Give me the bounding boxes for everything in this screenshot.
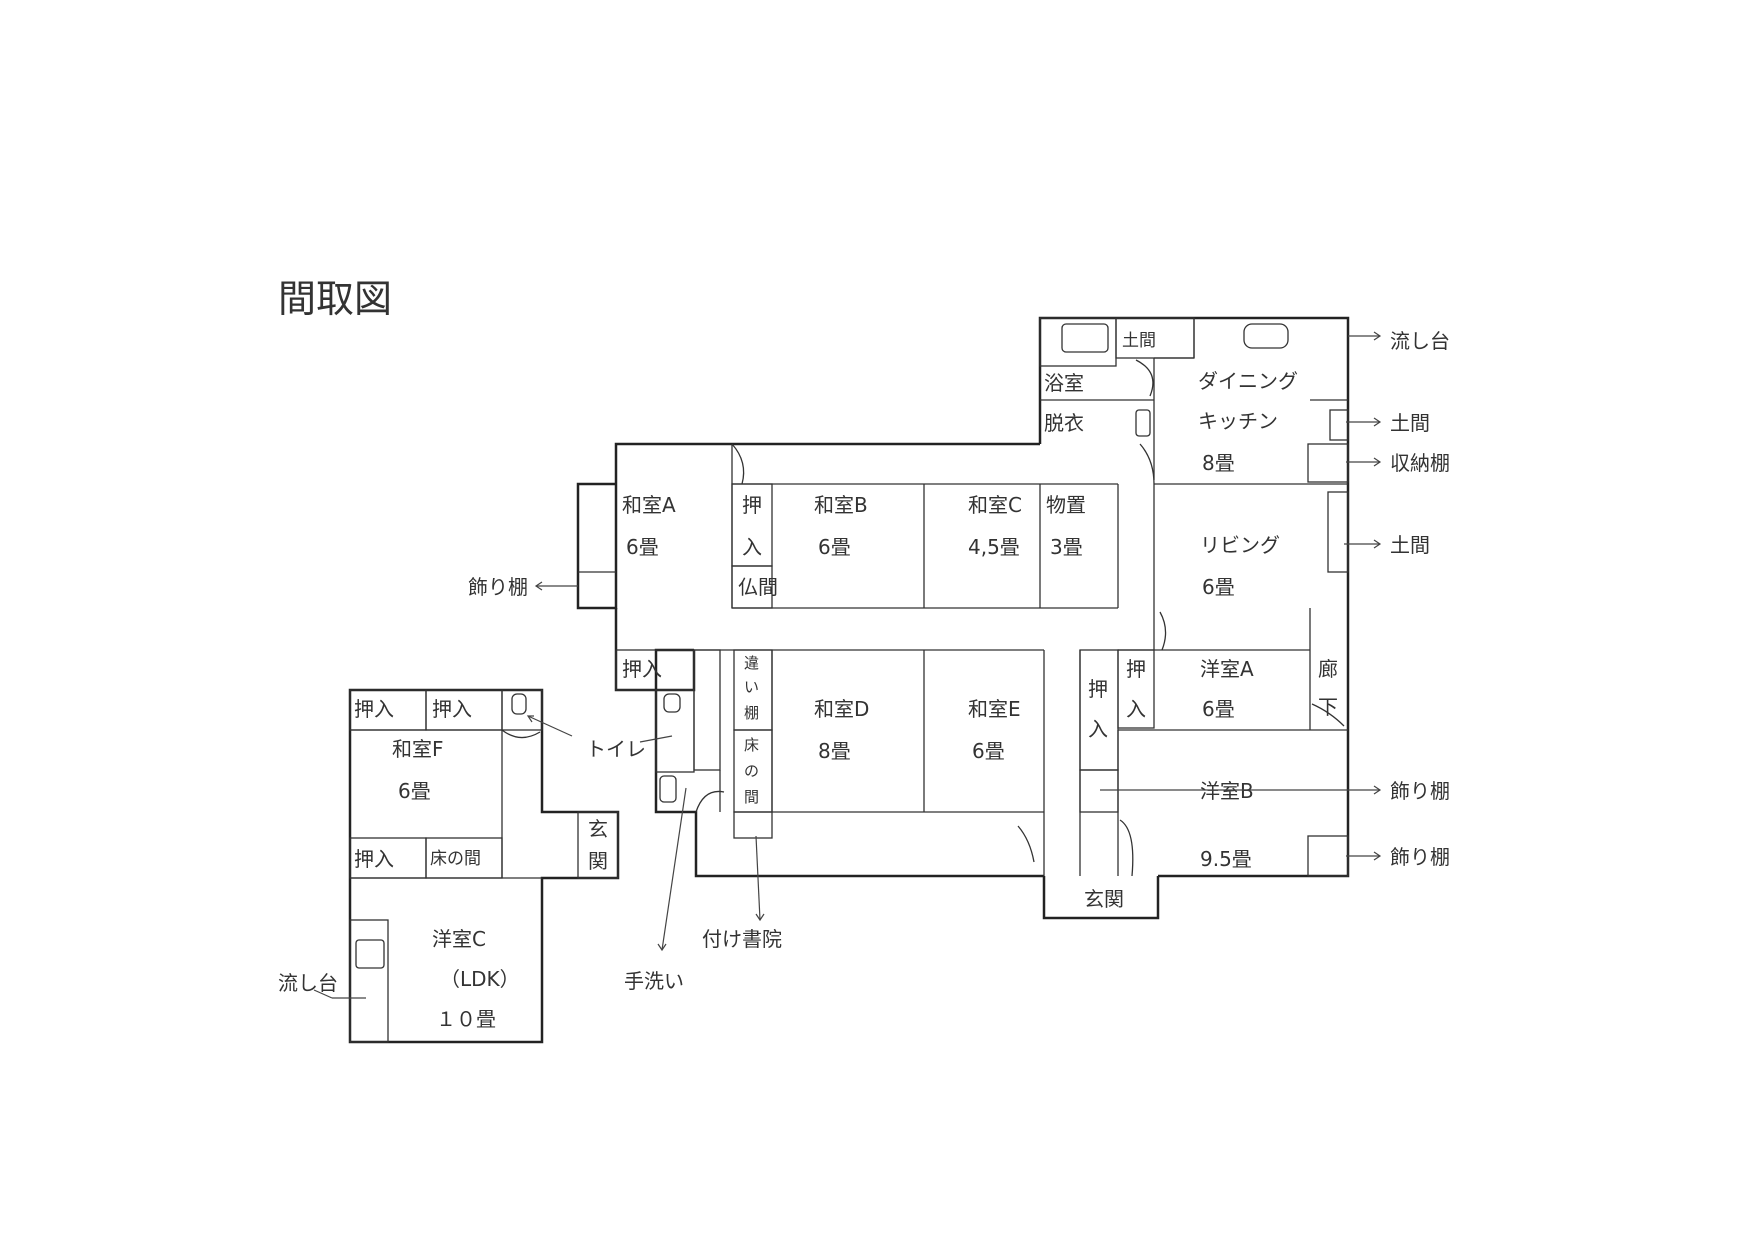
annex-genkan-2: 関 <box>588 849 608 873</box>
annotation-arrows <box>313 331 1382 999</box>
room-name-monooki: 物置 <box>1046 493 1086 517</box>
room-size-washitsu-e: 6畳 <box>972 739 1005 763</box>
room-size-dining: 8畳 <box>1202 451 1235 475</box>
room-name-washitsu-e: 和室E <box>968 697 1021 721</box>
annex-oshiire-c: 押入 <box>354 847 394 871</box>
handwash-icon <box>659 775 677 803</box>
annex-genkan-1: 玄 <box>588 817 608 841</box>
room-name-yokushitsu: 浴室 <box>1044 371 1084 395</box>
room-name-washitsu-c: 和室C <box>968 493 1022 517</box>
lower-row-interior <box>615 608 1349 877</box>
tokonoma-char-1: 床 <box>744 736 759 754</box>
room-size-washitsu-f: 6畳 <box>398 779 431 803</box>
room-size-youshitsu-a: 6畳 <box>1202 697 1235 721</box>
chigaidana-char-3: 棚 <box>744 704 759 722</box>
annotation-toilet: トイレ <box>586 737 646 761</box>
annotation-kazaridana-right-2: 飾り棚 <box>1390 845 1450 869</box>
top-wing-interior <box>1039 317 1349 608</box>
room-sub-youshitsu-c: （LDK） <box>440 967 520 991</box>
kitchen-sink-icon <box>1243 323 1289 349</box>
annex-walls <box>348 688 620 1044</box>
annex-sink-icon <box>355 939 385 969</box>
room-size-youshitsu-c: １０畳 <box>436 1007 496 1031</box>
room-name-rouka-1: 廊 <box>1318 657 1338 681</box>
annex-oshiire-a: 押入 <box>354 697 394 721</box>
oshiire-label-3b: 入 <box>1088 717 1108 741</box>
annex-oshiire-b: 押入 <box>432 697 472 721</box>
room-name-washitsu-a: 和室A <box>622 493 676 517</box>
room-name-butsuma: 仏間 <box>738 575 778 599</box>
tokonoma-char-3: 間 <box>744 788 759 806</box>
oshiire-label-4b: 入 <box>1126 697 1146 721</box>
toilet-icon <box>663 693 681 713</box>
annotation-tearai: 手洗い <box>624 969 684 993</box>
room-name-dining: ダイニング <box>1198 369 1298 393</box>
oshiire-label-1b: 入 <box>742 535 762 559</box>
annex-tokonoma: 床の間 <box>430 849 481 869</box>
room-name-datsui: 脱衣 <box>1044 411 1084 435</box>
tokonoma-char-2: の <box>744 762 759 780</box>
room-name-rouka-2: 下 <box>1318 695 1338 719</box>
room-name-kitchen: キッチン <box>1198 409 1278 433</box>
room-name-youshitsu-a: 洋室A <box>1200 657 1254 681</box>
oshiire-label-3a: 押 <box>1088 677 1108 701</box>
page-title: 間取図 <box>278 277 392 321</box>
annotation-doma-right-1: 土間 <box>1390 411 1430 435</box>
oshiire-label-1a: 押 <box>742 493 762 517</box>
annotation-kazaridana-left: 飾り棚 <box>468 575 528 599</box>
room-size-washitsu-a: 6畳 <box>626 535 659 559</box>
room-name-youshitsu-b: 洋室B <box>1200 779 1254 803</box>
room-name-washitsu-d: 和室D <box>814 697 869 721</box>
annex-toilet-icon <box>511 693 527 715</box>
annotation-nagashidai-left: 流し台 <box>278 971 338 995</box>
annotation-kazaridana-right-1: 飾り棚 <box>1390 779 1450 803</box>
room-size-living: 6畳 <box>1202 575 1235 599</box>
annotation-nagashidai-right: 流し台 <box>1390 329 1450 353</box>
room-name-living: リビング <box>1200 533 1280 557</box>
room-size-washitsu-d: 8畳 <box>818 739 851 763</box>
room-labels: 和室A 6畳 押 入 仏間 和室B 6畳 和室C 4,5畳 物置 3畳 浴室 脱… <box>354 331 1338 1031</box>
chigaidana-char-2: い <box>744 678 759 696</box>
annotation-tsukeshoin: 付け書院 <box>702 927 782 951</box>
bathtub-icon <box>1061 323 1109 353</box>
room-size-monooki: 3畳 <box>1050 535 1083 559</box>
room-size-washitsu-b: 6畳 <box>818 535 851 559</box>
main-house-walls <box>576 316 1350 920</box>
room-name-youshitsu-c: 洋室C <box>432 927 486 951</box>
room-name-genkan-main: 玄関 <box>1084 887 1124 911</box>
room-size-washitsu-c: 4,5畳 <box>968 535 1020 559</box>
annotation-doma-right-2: 土間 <box>1390 533 1430 557</box>
washitsu-row-interior <box>578 443 1119 609</box>
room-name-washitsu-f: 和室F <box>392 737 444 761</box>
sink-icon <box>1135 409 1151 437</box>
annotation-shuunoudana: 収納棚 <box>1390 451 1450 475</box>
room-name-doma-top: 土間 <box>1122 331 1156 351</box>
room-size-youshitsu-b: 9.5畳 <box>1200 847 1252 871</box>
oshiire-label-4a: 押 <box>1126 657 1146 681</box>
annotation-labels: 流し台 土間 収納棚 土間 飾り棚 飾り棚 飾り棚 トイレ 手洗い 付け書院 流… <box>278 329 1450 995</box>
chigaidana-char-1: 違 <box>744 654 759 672</box>
room-name-washitsu-b: 和室B <box>814 493 868 517</box>
oshiire-label-2: 押入 <box>622 657 662 681</box>
